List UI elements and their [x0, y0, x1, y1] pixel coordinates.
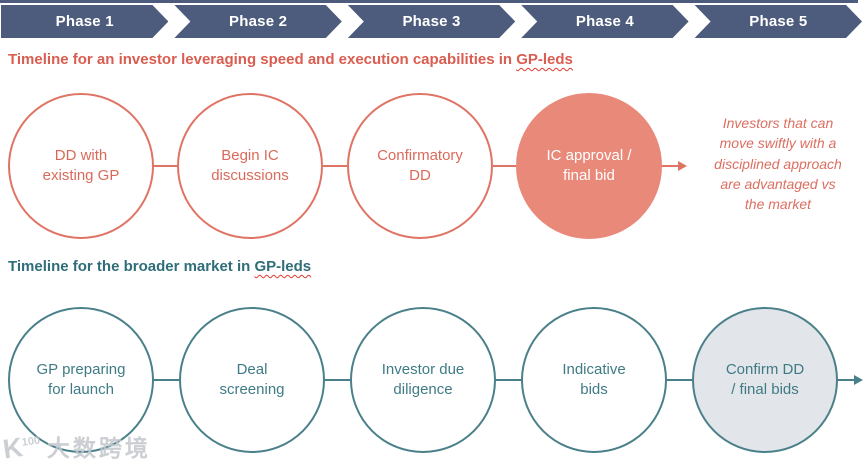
- connector-line: [496, 379, 521, 381]
- market-step-confirm-dd: Confirm DD / final bids: [692, 307, 838, 453]
- market-heading-text: Timeline for the broader market in: [8, 258, 255, 275]
- connector-line: [154, 165, 177, 167]
- investor-timeline-heading: Timeline for an investor leveraging spee…: [8, 51, 573, 68]
- investor-step-begin-ic: Begin IC discussions: [177, 93, 323, 239]
- right-arrow-icon: [854, 375, 863, 385]
- phase-bar: Phase 1 Phase 2 Phase 3 Phase 4 Phase 5: [1, 5, 862, 38]
- phase-chevron-5: Phase 5: [695, 5, 862, 38]
- investor-heading-text: Timeline for an investor leveraging spee…: [8, 51, 517, 68]
- advantage-note: Investors that can move swiftly with a d…: [714, 115, 842, 213]
- phase-chevron-3: Phase 3: [348, 5, 515, 38]
- connector-line: [325, 379, 350, 381]
- phase-chevron-2: Phase 2: [174, 5, 341, 38]
- market-timeline-heading: Timeline for the broader market in GP-le…: [8, 258, 311, 275]
- top-rule: [0, 0, 858, 3]
- connector-line: [493, 165, 516, 167]
- phase-chevron-1: Phase 1: [1, 5, 168, 38]
- investor-step-ic-approval: IC approval / final bid: [516, 93, 662, 239]
- market-step-investor-dd: Investor due diligence: [350, 307, 496, 453]
- phase-chevron-4: Phase 4: [521, 5, 688, 38]
- arrow-line: [662, 165, 678, 167]
- investor-heading-gp-leds: GP-leds: [516, 51, 573, 68]
- market-step-gp-preparing: GP preparing for launch: [8, 307, 154, 453]
- investor-step-confirmatory-dd: Confirmatory DD: [347, 93, 493, 239]
- market-step-indicative-bids: Indicative bids: [521, 307, 667, 453]
- connector-line: [667, 379, 692, 381]
- market-heading-gp-leds: GP-leds: [254, 258, 312, 275]
- market-step-deal-screening: Deal screening: [179, 307, 325, 453]
- investor-step-dd-existing-gp: DD with existing GP: [8, 93, 154, 239]
- right-arrow-icon: [678, 161, 687, 171]
- connector-line: [323, 165, 347, 167]
- arrow-line: [838, 379, 854, 381]
- connector-line: [154, 379, 179, 381]
